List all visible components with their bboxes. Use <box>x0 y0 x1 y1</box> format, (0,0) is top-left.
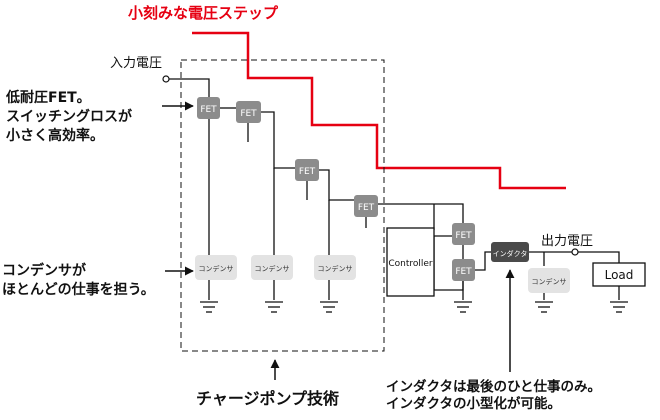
callout-fet-line-1: 低耐圧FET。 <box>6 90 91 106</box>
fet-label: FET <box>455 231 472 241</box>
capacitor-label: コンデンサ <box>199 264 234 273</box>
fet-label: FET <box>299 167 316 177</box>
callout-charge-pump-text: チャージポンプ技術 <box>196 389 340 408</box>
fet-5: FET <box>452 223 475 245</box>
capacitor-label: コンデンサ <box>318 264 353 273</box>
ground-icon <box>265 301 283 313</box>
ground-icon <box>610 301 628 313</box>
load-block: Load <box>592 262 646 287</box>
callout-charge-pump: チャージポンプ技術 <box>196 389 339 408</box>
inductor-block: インダクタ <box>491 242 529 262</box>
load-label: Load <box>605 268 634 282</box>
callout-fet-line-2: スイッチングロスが <box>6 109 132 125</box>
charge-pump-box <box>180 59 385 352</box>
ground-icon <box>200 301 218 313</box>
controller-label: Controller <box>388 259 433 269</box>
capacitor-3: コンデンサ <box>314 255 356 280</box>
output-terminal <box>571 248 579 256</box>
fet-1: FET <box>197 97 220 119</box>
fet-label: FET <box>455 267 472 277</box>
callout-capacitor: コンデンサが ほとんどの仕事を担う。 <box>2 262 155 300</box>
fet-label: FET <box>200 105 217 115</box>
capacitor-2: コンデンサ <box>251 255 293 280</box>
callout-inductor-line-1: インダクタは最後のひと仕事のみ。 <box>386 379 602 395</box>
callout-inductor-line-2: インダクタの小型化が可能。 <box>386 396 561 412</box>
callout-capacitor-line-1: コンデンサが <box>2 263 86 279</box>
inductor-label: インダクタ <box>493 249 528 258</box>
capacitor-label: コンデンサ <box>255 264 290 273</box>
voltage-step-line <box>192 31 566 190</box>
capacitor-1: コンデンサ <box>195 255 237 280</box>
fet-6: FET <box>452 259 475 281</box>
capacitor-4: コンデンサ <box>528 268 570 293</box>
fet-2: FET <box>236 101 261 123</box>
ground-icon <box>535 301 553 313</box>
fet-4: FET <box>354 195 378 217</box>
fet-label: FET <box>240 109 257 119</box>
fet-3: FET <box>295 159 319 181</box>
controller-block: Controller <box>386 227 435 297</box>
diagram-title: 小刻みな電圧ステップ <box>128 4 279 22</box>
output-voltage-label: 出力電圧 <box>541 234 593 249</box>
ground-symbols <box>200 301 628 313</box>
callout-fet-line-3: 小さく高効率。 <box>6 128 104 144</box>
callout-fet: 低耐圧FET。 スイッチングロスが 小さく高効率。 <box>6 89 132 146</box>
ground-icon <box>454 301 472 313</box>
ground-icon <box>320 301 338 313</box>
capacitor-label: コンデンサ <box>532 277 567 286</box>
input-voltage-label: 入力電圧 <box>110 56 162 71</box>
input-terminal <box>162 75 170 83</box>
callout-capacitor-line-2: ほとんどの仕事を担う。 <box>2 282 155 298</box>
fet-label: FET <box>358 203 375 213</box>
callout-inductor: インダクタは最後のひと仕事のみ。 インダクタの小型化が可能。 <box>386 379 601 413</box>
